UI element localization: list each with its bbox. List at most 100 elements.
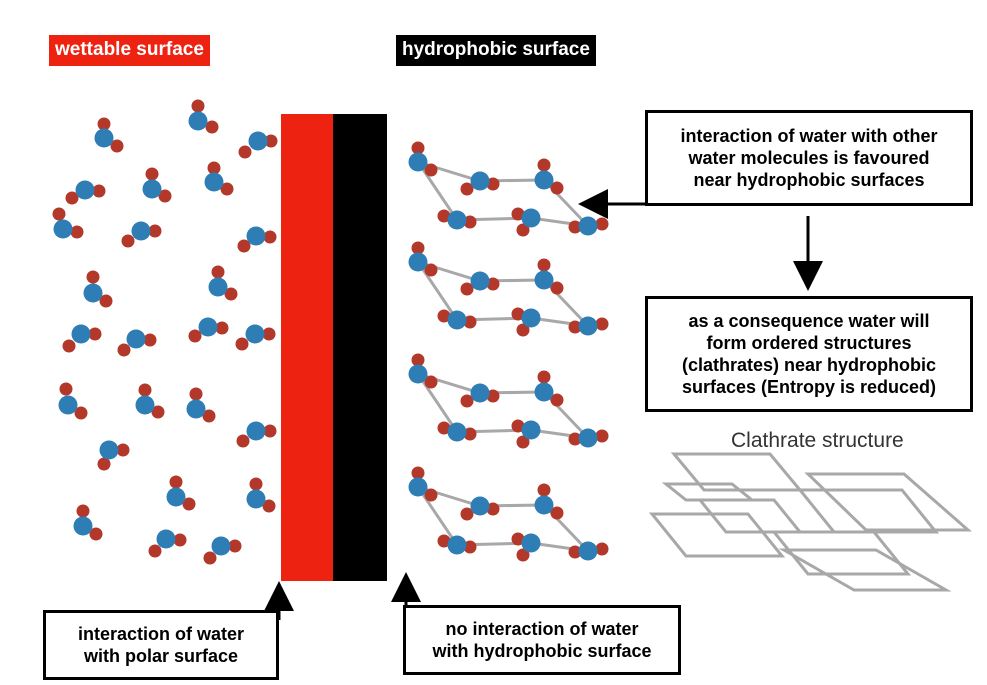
hydrogen-atom bbox=[220, 182, 234, 196]
water-molecule bbox=[534, 258, 564, 295]
hydrogen-atom bbox=[568, 220, 582, 234]
hydrogen-atom bbox=[189, 387, 203, 401]
hydrogen-atom bbox=[595, 542, 609, 556]
water-molecule bbox=[52, 207, 84, 239]
oxygen-atom bbox=[447, 310, 467, 330]
water-molecule bbox=[208, 265, 238, 301]
no-interaction-box: no interaction of water with hydrophobic… bbox=[403, 605, 681, 675]
oxygen-atom bbox=[447, 535, 467, 555]
oxygen-atom bbox=[211, 536, 231, 556]
hydrogen-atom bbox=[89, 527, 103, 541]
water-molecule bbox=[94, 117, 124, 153]
hydrogen-atom bbox=[262, 327, 276, 341]
hydrogen-atom bbox=[143, 333, 157, 347]
hydrogen-atom bbox=[264, 134, 278, 148]
hydrogen-atom bbox=[92, 184, 106, 198]
hydrogen-atom bbox=[97, 457, 111, 471]
hydrogen-atom bbox=[148, 224, 162, 238]
favoured-interaction-box: interaction of water with other water mo… bbox=[645, 110, 973, 206]
hydrogen-atom bbox=[52, 207, 66, 221]
ordered-water-layers bbox=[408, 141, 609, 562]
hydrogen-atom bbox=[263, 230, 277, 244]
water-molecule bbox=[408, 466, 438, 502]
oxygen-atom bbox=[131, 221, 151, 241]
water-molecule bbox=[534, 483, 564, 520]
hydrogen-atom bbox=[463, 315, 477, 329]
hydrogen-atom bbox=[62, 339, 76, 353]
water-molecule bbox=[186, 387, 216, 423]
water-molecule bbox=[568, 216, 609, 236]
hydrogen-atom bbox=[59, 382, 73, 396]
water-molecule bbox=[534, 370, 564, 407]
hydrogen-atom bbox=[411, 353, 425, 367]
hydrogen-atom bbox=[138, 383, 152, 397]
water-molecule bbox=[568, 541, 609, 561]
water-molecule bbox=[235, 324, 276, 351]
oxygen-atom bbox=[578, 541, 598, 561]
oxygen-atom bbox=[447, 422, 467, 442]
oxygen-atom bbox=[470, 171, 490, 191]
hydrogen-atom bbox=[537, 370, 551, 384]
hydrogen-atom bbox=[148, 544, 162, 558]
water-molecule bbox=[97, 440, 130, 471]
hydrogen-atom bbox=[116, 443, 130, 457]
oxygen-atom bbox=[71, 324, 91, 344]
hydrogen-atom bbox=[550, 181, 564, 195]
wettable-surface-label: wettable surface bbox=[49, 35, 210, 66]
water-molecule bbox=[437, 209, 477, 230]
hydrogen-atom bbox=[463, 540, 477, 554]
water-molecule bbox=[408, 353, 438, 389]
water-molecule bbox=[437, 421, 477, 442]
hydrogen-atom bbox=[595, 217, 609, 231]
hydrogen-atom bbox=[110, 139, 124, 153]
hydrogen-atom bbox=[262, 499, 276, 513]
clathrate-water-layer bbox=[408, 241, 609, 337]
hydrogen-atom bbox=[411, 241, 425, 255]
oxygen-atom bbox=[245, 324, 265, 344]
hydrogen-atom bbox=[537, 258, 551, 272]
water-molecule bbox=[117, 329, 157, 357]
hydrogen-atom bbox=[235, 337, 249, 351]
hydrophobic-surface-slab bbox=[333, 114, 387, 581]
oxygen-atom bbox=[248, 131, 268, 151]
hydrogen-atom bbox=[537, 483, 551, 497]
hydrogen-atom bbox=[550, 506, 564, 520]
hydrogen-atom bbox=[88, 327, 102, 341]
oxygen-atom bbox=[534, 495, 554, 515]
water-molecule bbox=[437, 309, 477, 330]
hydrogen-atom bbox=[151, 405, 165, 419]
water-molecule bbox=[135, 383, 165, 419]
hydrogen-atom bbox=[595, 317, 609, 331]
water-molecule bbox=[142, 167, 172, 203]
hydrogen-atom bbox=[424, 488, 438, 502]
hydrophobic-surface-label: hydrophobic surface bbox=[396, 35, 596, 66]
oxygen-atom bbox=[408, 252, 428, 272]
water-molecule bbox=[65, 180, 106, 205]
oxygen-atom bbox=[166, 487, 186, 507]
hydrogen-atom bbox=[145, 167, 159, 181]
hydrogen-atom bbox=[463, 427, 477, 441]
oxygen-atom bbox=[521, 308, 541, 328]
hydrogen-atom bbox=[76, 504, 90, 518]
hydrogen-atom bbox=[463, 215, 477, 229]
polar-surface-box: interaction of water with polar surface bbox=[43, 610, 279, 680]
hydrogen-atom bbox=[568, 545, 582, 559]
water-molecule bbox=[568, 316, 609, 336]
oxygen-atom bbox=[94, 128, 114, 148]
oxygen-atom bbox=[470, 271, 490, 291]
hydrogen-atom bbox=[486, 277, 500, 291]
water-molecule bbox=[408, 241, 438, 277]
water-molecule bbox=[408, 141, 438, 177]
bulk-water-molecules bbox=[52, 99, 278, 565]
water-molecule bbox=[148, 529, 187, 558]
hydrogen-atom bbox=[537, 158, 551, 172]
oxygen-atom bbox=[534, 170, 554, 190]
hydrogen-atom bbox=[511, 207, 525, 221]
water-molecule bbox=[166, 475, 196, 511]
hydrogen-atom bbox=[121, 234, 135, 248]
clathrate-water-layer bbox=[408, 141, 609, 237]
hydrogen-atom bbox=[424, 375, 438, 389]
hydrogen-atom bbox=[437, 209, 451, 223]
